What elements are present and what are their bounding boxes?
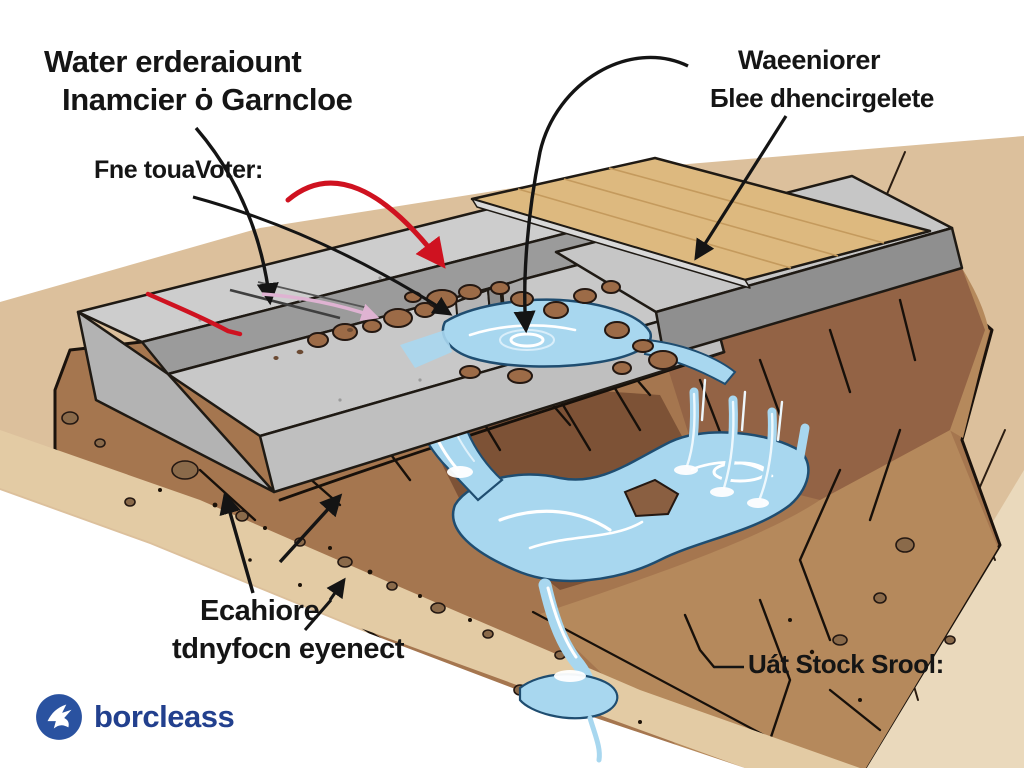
right-concrete-slab [470, 156, 964, 358]
black-arrow-to-right-slab [694, 115, 788, 261]
joint-puddle [400, 298, 737, 386]
up-arrow-soil-1 [219, 491, 255, 594]
black-arrow-to-left-slab [194, 126, 279, 306]
red-crack-mark [145, 291, 243, 337]
up-arrow-soil-2 [278, 493, 343, 564]
black-leader-surface-note [192, 195, 453, 316]
bird-icon [34, 692, 84, 742]
annotation-arrows [192, 55, 788, 669]
label-slash-leader [303, 599, 333, 631]
foreground-ground [0, 298, 956, 768]
title-line-2: Inamcier ȯ Garncloe [62, 82, 353, 117]
black-arc-to-puddle [513, 55, 689, 334]
watermark-logo: borcleass [34, 692, 235, 742]
label-erosion-line1: Ecahiore [200, 595, 320, 627]
pink-arrow [261, 292, 380, 321]
label-soil-note: Uát Stock Srool: [748, 649, 944, 679]
label-surface-note: Fne touaVoter: [94, 156, 263, 184]
up-arrow-soil-3 [326, 577, 346, 601]
wood-plank [470, 156, 932, 289]
red-curved-arrow [285, 180, 446, 269]
logo-text: borcleass [94, 699, 235, 734]
label-water-source-line1: Waeeniorer [738, 45, 881, 75]
label-erosion-line2: tdnyfocn eyenect [172, 633, 405, 665]
label-water-source-line2: Бlee dhencirgelete [710, 83, 934, 113]
title-line-1: Water erderaiount [44, 44, 302, 79]
